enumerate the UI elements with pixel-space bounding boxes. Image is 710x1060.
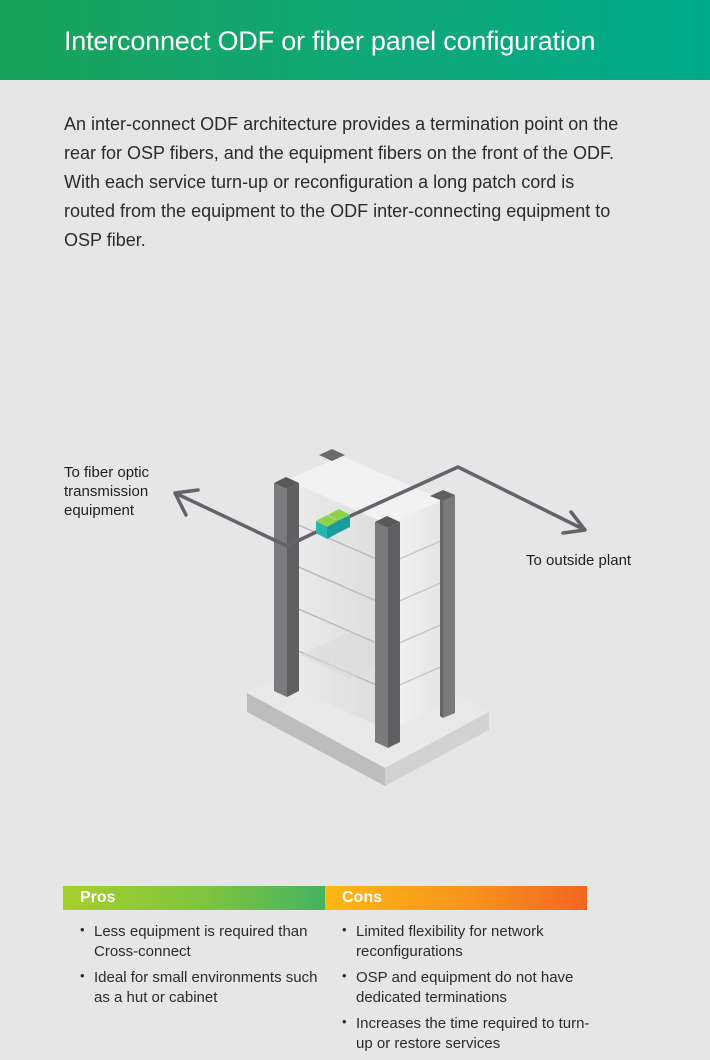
pros-list: •Less equipment is required than Cross-c… bbox=[80, 922, 330, 1014]
pros-header: Pros bbox=[63, 886, 325, 910]
list-item: •Less equipment is required than Cross-c… bbox=[80, 922, 308, 960]
fiber-connector bbox=[316, 509, 350, 539]
cons-list: •Limited flexibility for network reconfi… bbox=[342, 922, 592, 1060]
page-title: Interconnect ODF or fiber panel configur… bbox=[64, 26, 596, 56]
rack-post-right-rear bbox=[430, 490, 455, 718]
osp-arrowhead bbox=[561, 510, 587, 535]
cons-header: Cons bbox=[325, 886, 587, 910]
label-to-outside-plant: To outside plant bbox=[526, 552, 632, 569]
rack-post-back bbox=[319, 449, 345, 461]
list-item: •Ideal for small environments such as a … bbox=[80, 968, 318, 1006]
equipment-arrowhead bbox=[173, 488, 200, 517]
odf-diagram bbox=[173, 449, 587, 786]
intro-paragraph: An inter-connect ODF architecture provid… bbox=[64, 114, 619, 250]
header-banner: Interconnect ODF or fiber panel configur… bbox=[0, 0, 710, 80]
cabinet-body bbox=[286, 456, 444, 730]
label-to-equipment: To fiber optic transmission equipment bbox=[64, 464, 150, 519]
list-item: •Increases the time required to turn-up … bbox=[342, 1014, 590, 1052]
rack-post-front bbox=[375, 516, 400, 748]
list-item: •Limited flexibility for network reconfi… bbox=[342, 922, 544, 960]
osp-cable bbox=[334, 465, 586, 532]
list-item: •OSP and equipment do not have dedicated… bbox=[342, 968, 574, 1006]
rack-post-left bbox=[274, 477, 299, 697]
